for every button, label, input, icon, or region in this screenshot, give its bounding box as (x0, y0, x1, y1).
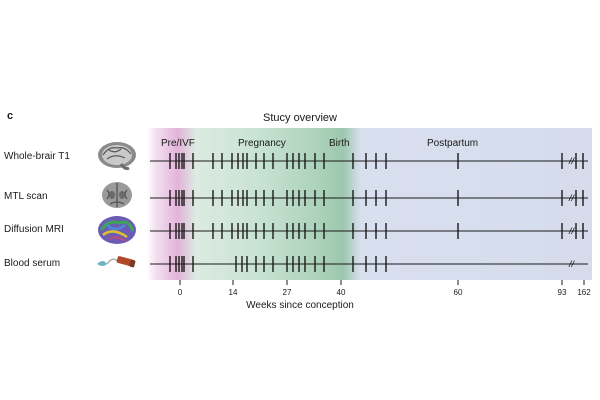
phase-label-pre-ivf: Pre/IVF (161, 138, 195, 149)
phase-label-postpartum: Postpartum (427, 138, 479, 149)
timeline-row-blood-serum: // (150, 256, 588, 272)
row-label-diffusion-mri: Diffusion MRI (4, 224, 64, 235)
brain-tractography-icon (98, 216, 136, 244)
tick-label-40: 40 (336, 288, 346, 297)
blood-sample-icon (97, 256, 136, 268)
axis-break-icon: // (568, 259, 576, 269)
tick-label-93: 93 (557, 288, 567, 297)
phase-background (147, 128, 592, 280)
figure-title: Stucy overview (263, 112, 337, 124)
axis-break-icon: // (568, 226, 576, 236)
tick-label-60: 60 (453, 288, 463, 297)
phase-label-birth: Birth (329, 138, 350, 149)
x-axis-label: Weeks since conception (246, 300, 354, 311)
tick-label-27: 27 (282, 288, 292, 297)
tick-label-0: 0 (177, 288, 183, 297)
row-label-whole-brain-t1: Whole-brair T1 (4, 151, 70, 162)
brain-sagittal-icon (98, 142, 136, 170)
tick-label-162: 162 (577, 288, 591, 297)
axis-break-icon: // (568, 156, 576, 166)
phase-label-pregnancy: Pregnancy (238, 138, 286, 149)
x-axis (179, 280, 585, 285)
timeline-rows: // // // // (150, 153, 588, 272)
timeline-row-whole-brain-t1: // (150, 153, 588, 169)
axis-break-icon: // (568, 193, 576, 203)
timeline-row-mtl-scan: // (150, 190, 588, 206)
row-label-mtl-scan: MTL scan (4, 191, 48, 202)
brain-coronal-icon (102, 182, 132, 208)
tick-label-14: 14 (228, 288, 238, 297)
timeline-row-diffusion-mri: // (150, 223, 588, 239)
row-label-blood-serum: Blood serum (4, 258, 61, 269)
panel-letter: c (7, 110, 14, 122)
